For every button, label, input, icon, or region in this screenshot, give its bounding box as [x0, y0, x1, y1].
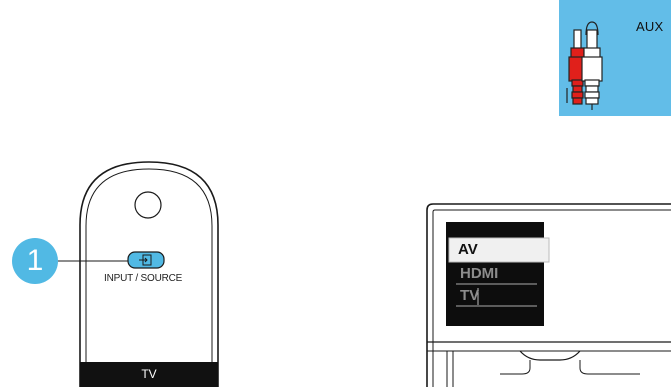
step-number-marker: 1 [12, 238, 58, 284]
input-source-label: INPUT / SOURCE [104, 273, 182, 284]
menu-item-av: AV [458, 241, 478, 258]
remote-tv-label: TV [80, 362, 218, 387]
menu-item-tv: TV [460, 287, 479, 304]
remote-round-button [135, 192, 161, 218]
menu-item-hdmi: HDMI [460, 265, 498, 282]
